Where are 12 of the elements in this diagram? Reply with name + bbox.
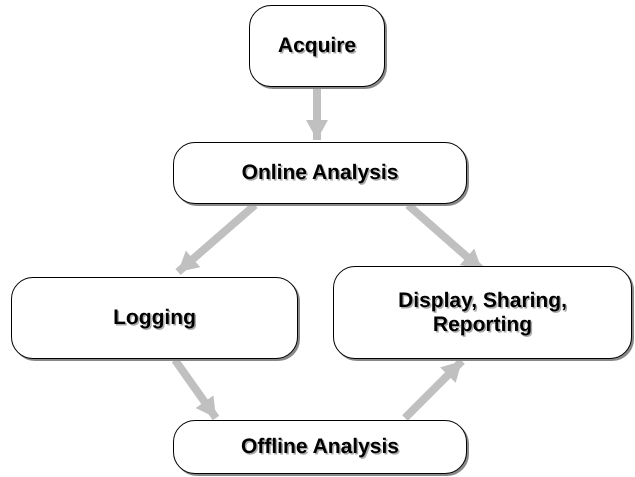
- arrow: [306, 88, 328, 140]
- process-box: [173, 142, 467, 204]
- process-box: [333, 266, 632, 359]
- box-label: Online Analysis: [242, 161, 398, 185]
- box-label: Display, Sharing, Reporting: [397, 289, 568, 336]
- box-label: Acquire: [278, 34, 356, 58]
- process-box: [249, 5, 385, 87]
- process-box: [11, 277, 298, 359]
- box-label: Offline Analysis: [241, 435, 399, 459]
- process-box: [173, 420, 467, 474]
- arrow: [402, 358, 465, 421]
- box-label: Logging: [113, 306, 196, 330]
